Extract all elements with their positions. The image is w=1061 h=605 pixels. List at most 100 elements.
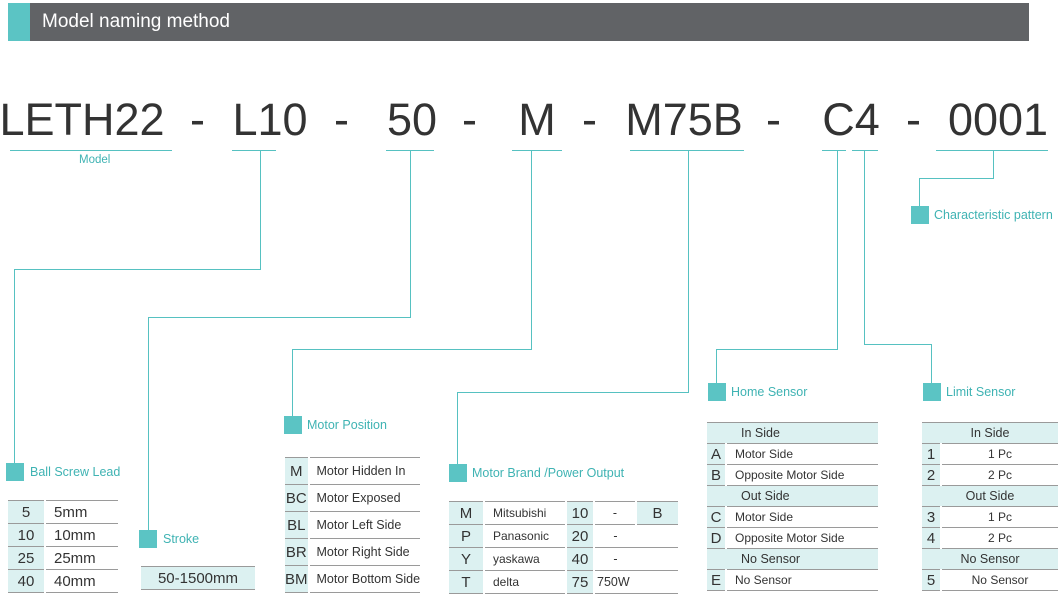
marker-home-sensor [708, 383, 726, 401]
power-label: - [594, 525, 636, 548]
separator-2: - [334, 90, 349, 150]
motor-position-table: M Motor Hidden In BC Motor Exposed BL Mo… [285, 457, 420, 593]
position-code: BC [285, 485, 309, 512]
power-label: 750W [594, 571, 636, 594]
table-row: 10 10mm [8, 524, 118, 547]
table-row: M Mitsubishi 10 - B [449, 502, 678, 525]
table-row: BC Motor Exposed [285, 485, 420, 512]
position-code: BL [285, 512, 309, 539]
brake-code [636, 571, 678, 594]
label-characteristic: Characteristic pattern [934, 208, 1053, 222]
brand-name: yaskawa [484, 548, 566, 571]
home-code: C [707, 507, 726, 528]
underline-motor-brand [630, 150, 744, 151]
table-row: D Opposite Motor Side [707, 528, 878, 549]
limit-code: 3 [922, 507, 941, 528]
position-value: Motor Left Side [309, 512, 421, 539]
leader-home-h [716, 349, 838, 350]
lead-code: 5 [8, 501, 45, 524]
leader-position-v2 [292, 349, 293, 417]
limit-value: No Sensor [941, 570, 1058, 591]
underline-motor-position [512, 150, 562, 151]
label-home-sensor: Home Sensor [731, 385, 807, 399]
leader-lead-v1 [260, 150, 261, 270]
label-stroke: Stroke [163, 532, 199, 546]
limit-value: 2 Pc [941, 465, 1058, 486]
marker-ball-screw-lead [6, 463, 24, 481]
marker-limit-sensor [923, 383, 941, 401]
marker-characteristic [911, 206, 929, 224]
table-row: In Side [707, 423, 878, 444]
underline-limit-sensor [852, 150, 878, 151]
stroke-range: 50-1500mm [141, 567, 255, 590]
model-segment-stroke: 50 [380, 90, 444, 150]
position-value: Motor Right Side [309, 539, 421, 566]
table-row: BL Motor Left Side [285, 512, 420, 539]
lead-value: 25mm [45, 547, 118, 570]
leader-limit-h [864, 344, 932, 345]
table-row: BR Motor Right Side [285, 539, 420, 566]
model-caption: Model [79, 154, 110, 166]
table-row: E No Sensor [707, 570, 878, 591]
brake-code: B [636, 502, 678, 525]
brand-code: P [449, 525, 484, 548]
leader-stroke-h [148, 317, 411, 318]
underline-characteristic [936, 150, 1048, 151]
home-code: A [707, 444, 726, 465]
leader-char-h [919, 178, 994, 179]
header-accent-bar [8, 3, 30, 41]
model-segment-characteristic: 0001 [944, 90, 1052, 150]
power-label: - [594, 502, 636, 525]
leader-char-v0 [993, 150, 994, 179]
model-segment-motor-position: M [512, 90, 562, 150]
home-out-side-header: Out Side [707, 486, 878, 507]
table-row: 2 2 Pc [922, 465, 1058, 486]
table-row: 50-1500mm [141, 567, 255, 590]
brand-name: delta [484, 571, 566, 594]
leader-limit-v1 [864, 150, 865, 345]
leader-brand-v1 [688, 150, 689, 393]
home-code: B [707, 465, 726, 486]
leader-home-v2 [716, 349, 717, 383]
table-row: 3 1 Pc [922, 507, 1058, 528]
home-value: Motor Side [726, 507, 878, 528]
table-row: 5 5mm [8, 501, 118, 524]
ball-screw-lead-table: 5 5mm 10 10mm 25 25mm 40 40mm [8, 500, 118, 593]
table-row: B Opposite Motor Side [707, 465, 878, 486]
table-row: BM Motor Bottom Side [285, 566, 420, 593]
brand-code: Y [449, 548, 484, 571]
table-row: 40 40mm [8, 570, 118, 593]
separator-4: - [582, 90, 597, 150]
leader-home-v1 [837, 150, 838, 350]
position-code: BM [285, 566, 309, 593]
lead-code: 10 [8, 524, 45, 547]
stroke-table: 50-1500mm [141, 566, 255, 590]
brand-code: T [449, 571, 484, 594]
leader-lead-v2 [14, 269, 15, 463]
position-code: BR [285, 539, 309, 566]
leader-position-h [292, 349, 532, 350]
limit-value: 2 Pc [941, 528, 1058, 549]
table-row: P Panasonic 20 - [449, 525, 678, 548]
home-value: Motor Side [726, 444, 878, 465]
leader-stroke-v2 [148, 317, 149, 530]
table-row: 4 2 Pc [922, 528, 1058, 549]
table-row: No Sensor [922, 549, 1058, 570]
table-row: 5 No Sensor [922, 570, 1058, 591]
brand-code: M [449, 502, 484, 525]
limit-code: 4 [922, 528, 941, 549]
leader-brand-h [457, 392, 689, 393]
home-value: Opposite Motor Side [726, 465, 878, 486]
power-label: - [594, 548, 636, 571]
position-code: M [285, 458, 309, 485]
lead-code: 25 [8, 547, 45, 570]
home-sensor-table: In Side A Motor Side B Opposite Motor Si… [707, 422, 878, 591]
lead-code: 40 [8, 570, 45, 593]
leader-stroke-v1 [410, 150, 411, 318]
power-code: 10 [566, 502, 594, 525]
table-row: C Motor Side [707, 507, 878, 528]
separator-3: - [462, 90, 477, 150]
leader-brand-v2 [457, 392, 458, 464]
power-code: 20 [566, 525, 594, 548]
underline-model [10, 150, 172, 151]
